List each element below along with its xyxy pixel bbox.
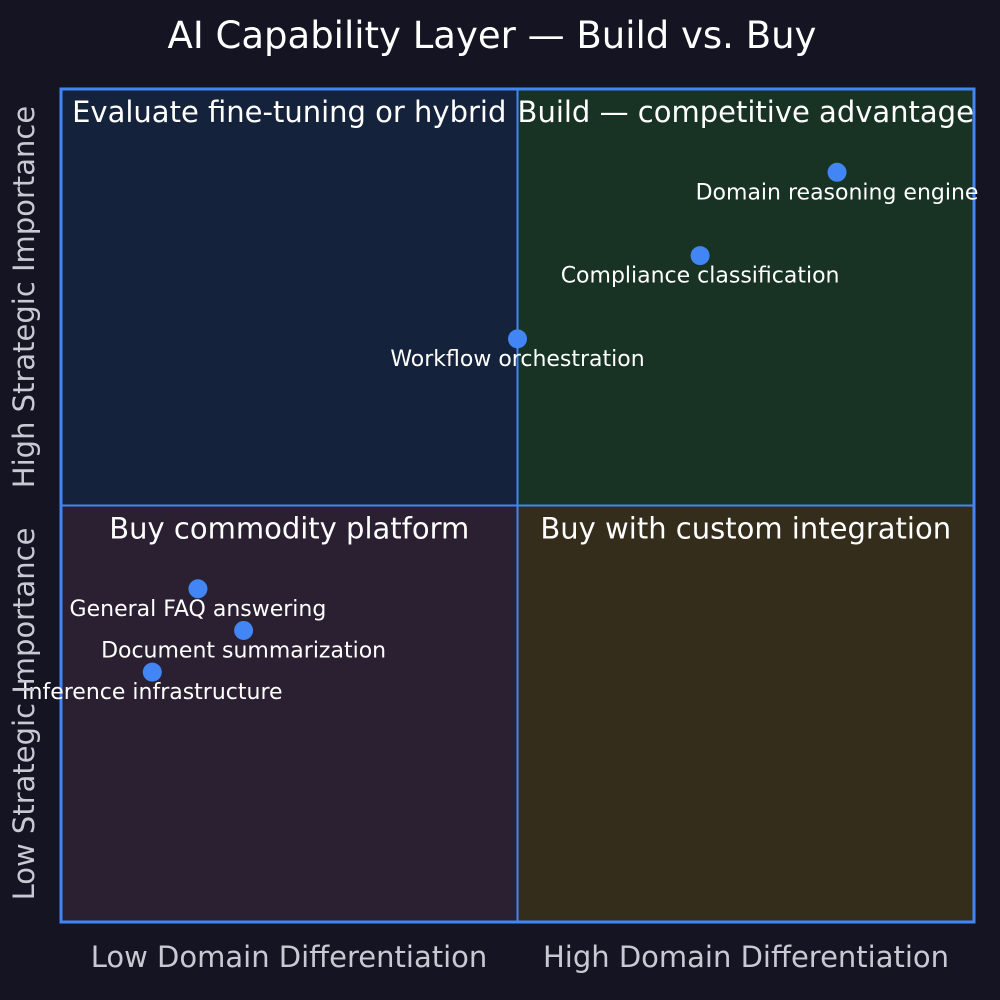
plot-frame bbox=[59, 87, 976, 924]
data-point bbox=[827, 162, 847, 182]
data-point bbox=[690, 246, 710, 266]
data-point-label: Workflow orchestration bbox=[390, 347, 644, 372]
quadrant-bottom-left bbox=[61, 505, 518, 922]
data-point-label: Domain reasoning engine bbox=[696, 180, 979, 205]
data-point-label: Document summarization bbox=[101, 638, 386, 663]
frame-layer bbox=[59, 87, 976, 924]
quadrant-top-left bbox=[61, 89, 518, 506]
data-point bbox=[508, 329, 527, 349]
data-point-label: Compliance classification bbox=[561, 264, 840, 289]
quadrant-label-layer: Evaluate fine-tuning or hybrid Build — co… bbox=[72, 95, 974, 546]
x-axis-label-high: High Domain Differentiation bbox=[543, 940, 949, 974]
data-point bbox=[234, 620, 254, 640]
quadrant-label-bottom-left: Buy commodity platform bbox=[109, 512, 469, 546]
data-point bbox=[188, 579, 208, 599]
data-point-label: General FAQ answering bbox=[70, 597, 327, 622]
quadrant-top-right bbox=[517, 89, 974, 506]
data-point-label: Inference infrastructure bbox=[22, 680, 283, 705]
chart-title: AI Capability Layer — Build vs. Buy bbox=[168, 14, 817, 57]
quadrant-label-top-left: Evaluate fine-tuning or hybrid bbox=[72, 95, 506, 129]
quadrant-layer bbox=[61, 89, 974, 922]
quadrant-bottom-right bbox=[517, 505, 974, 922]
y-axis-label-high: High Strategic Importance bbox=[7, 106, 41, 488]
x-axis-label-low: Low Domain Differentiation bbox=[91, 940, 488, 974]
data-point bbox=[142, 662, 162, 682]
quadrant-label-top-right: Build — competitive advantage bbox=[518, 95, 974, 129]
y-axis-label-low: Low Strategic Importance bbox=[7, 528, 41, 901]
quadrant-label-bottom-right: Buy with custom integration bbox=[540, 512, 951, 546]
